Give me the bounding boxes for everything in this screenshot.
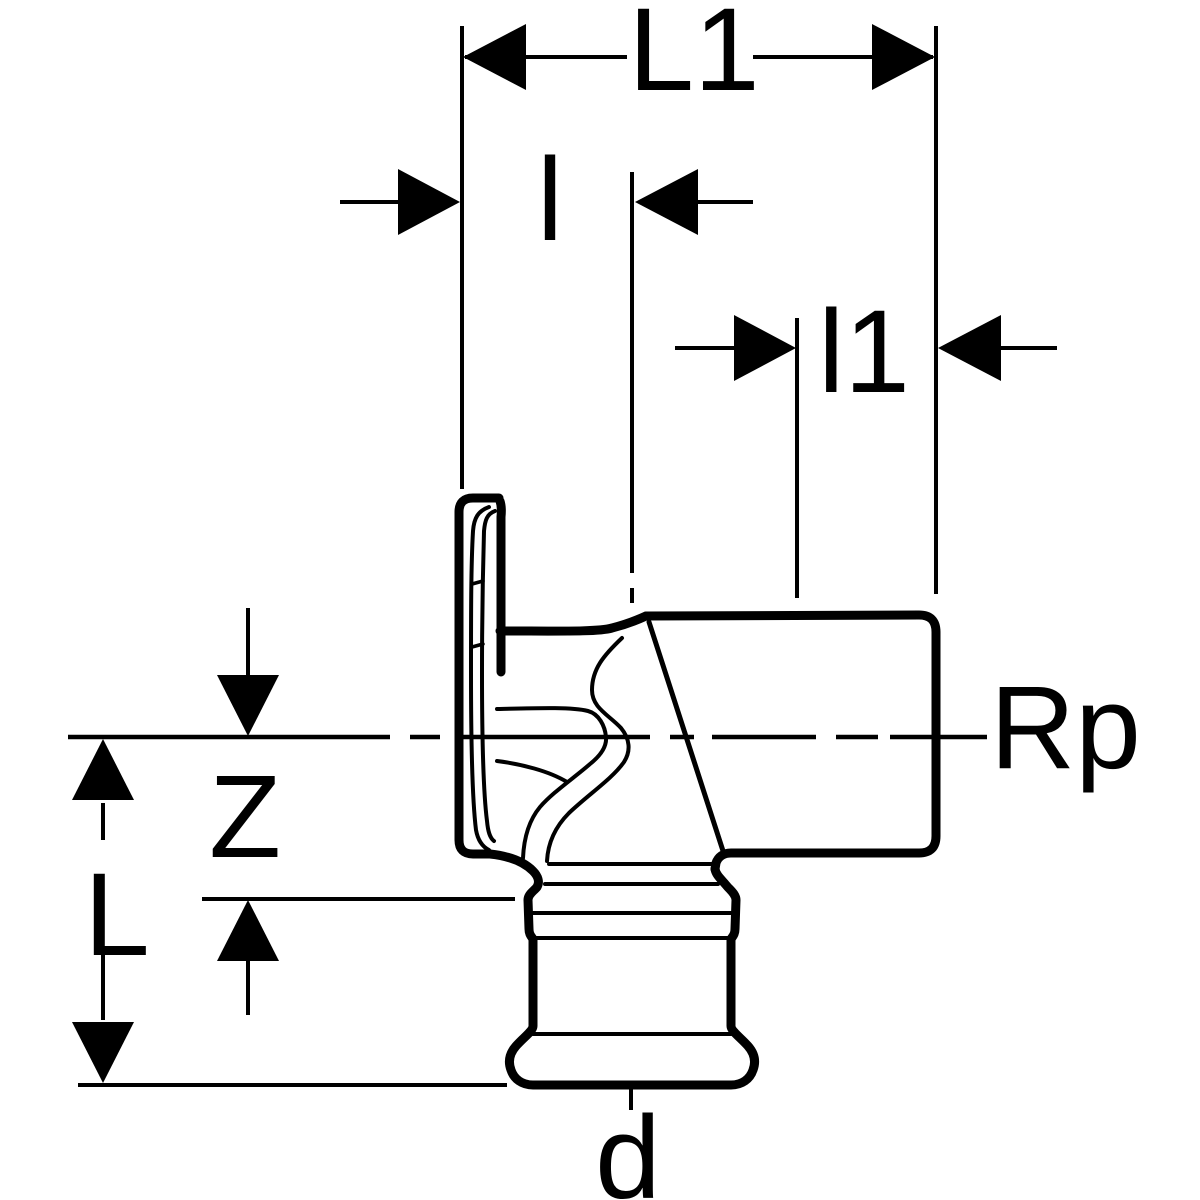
diameter-label-d: d [595, 1092, 661, 1200]
socket-neck-lines [543, 862, 720, 886]
arrowhead-L-top [72, 739, 134, 800]
dimension-l [340, 169, 753, 235]
bore-cone-line [646, 619, 727, 857]
dimension-label-L1: L1 [628, 0, 759, 116]
dimension-Z [217, 608, 279, 1015]
arrowhead-l-left [398, 169, 460, 235]
dimension-label-Z: Z [209, 751, 281, 883]
stub-top-edge [495, 611, 651, 636]
elbow-body-outline [641, 610, 941, 874]
transition-curve-upper [545, 636, 631, 863]
arrowhead-L1-right [872, 24, 935, 90]
dimension-labels: L1 l l1 Rp Z L d [84, 0, 1141, 1200]
arrowhead-Z-bottom [217, 900, 279, 961]
wall-plate-rim [495, 496, 506, 677]
dimension-L1 [463, 24, 935, 90]
extension-lines [78, 26, 938, 1087]
transition-curve-web [495, 759, 569, 784]
wall-plate-outline [454, 493, 504, 859]
arrowhead-L-bottom [72, 1022, 134, 1083]
wall-plate-face-edge-outer [468, 505, 491, 852]
socket-ring-lines [531, 911, 734, 1036]
arrowhead-l-right [635, 169, 698, 235]
arrowhead-l1-left [734, 315, 796, 381]
dimension-l1 [675, 315, 1057, 381]
dimension-label-l: l [537, 134, 563, 266]
dimension-label-L: L [84, 849, 150, 981]
wall-plate-face-edge-inner [479, 509, 497, 843]
centerlines [68, 734, 987, 1110]
thread-label-Rp: Rp [990, 662, 1141, 794]
arrowhead-Z-top [217, 675, 279, 736]
dimension-L [72, 739, 134, 1083]
dimension-label-l1: l1 [818, 286, 910, 418]
fitting-outline [454, 493, 941, 1090]
wall-plate-slot-ticks [470, 579, 485, 649]
transition-curve-lower [495, 706, 609, 860]
press-socket-outline [485, 849, 760, 1090]
arrowhead-l1-right [938, 315, 1001, 381]
arrowhead-L1-left [463, 24, 526, 90]
